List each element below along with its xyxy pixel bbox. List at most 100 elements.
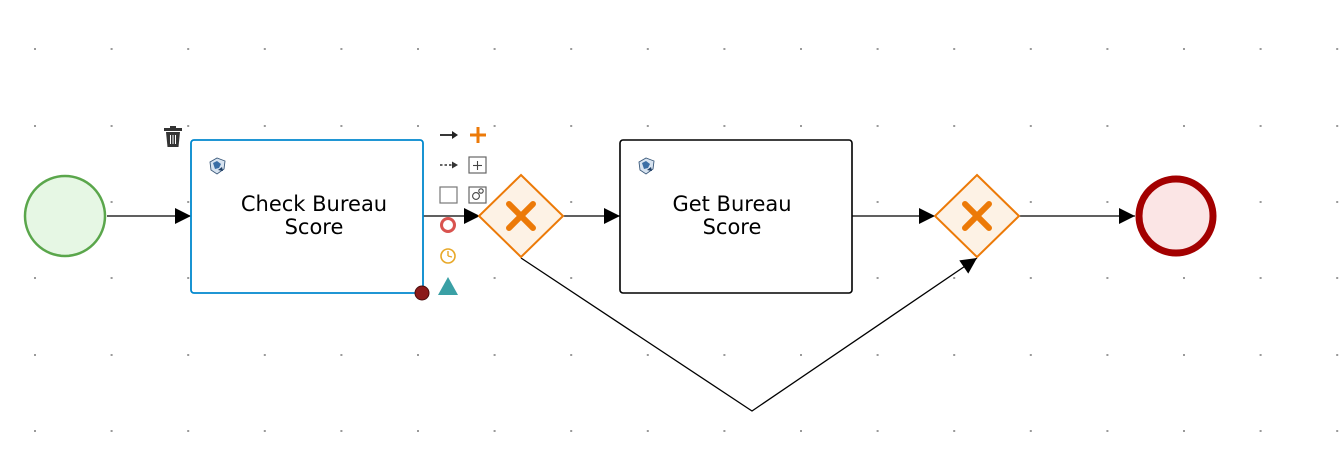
task-get-box[interactable]: [619, 139, 853, 294]
grid-dot: [1183, 125, 1185, 127]
grid-dot: [800, 48, 802, 50]
grid-dot: [110, 430, 113, 432]
task-check-label-line2: Score: [285, 215, 344, 239]
grid-dot: [1336, 430, 1339, 432]
grid-dot: [1336, 201, 1339, 203]
x-marker-icon: [506, 201, 536, 231]
grid-dot: [1029, 277, 1032, 279]
grid-dot: [953, 354, 956, 356]
task-get-label-line1: Get Bureau: [672, 192, 791, 216]
grid-dot: [1183, 48, 1185, 50]
grid-dot: [1106, 354, 1109, 356]
grid-dot: [110, 354, 113, 356]
grid-dot: [417, 125, 419, 127]
grid-dot: [570, 430, 573, 432]
grid-dot: [1183, 430, 1185, 432]
flow-split-bypass-to-merge[interactable]: [520, 257, 978, 412]
exclusive-gateway-split[interactable]: [477, 173, 565, 259]
grid-dot: [570, 354, 573, 356]
grid-dot: [263, 48, 266, 50]
task-get-bureau-score[interactable]: Get Bureau Score: [619, 139, 853, 294]
end-event[interactable]: [1135, 175, 1217, 257]
grid-dot: [34, 430, 36, 432]
add-end-event-icon[interactable]: [440, 217, 456, 233]
grid-dot: [876, 48, 879, 50]
grid-dot: [1029, 201, 1032, 203]
grid-dot: [110, 48, 113, 50]
grid-dot: [34, 125, 36, 127]
grid-dot: [570, 48, 573, 50]
grid-dot: [1106, 125, 1109, 127]
grid-dot: [1029, 125, 1032, 127]
grid-dot: [1106, 201, 1109, 203]
grid-dot: [953, 277, 956, 279]
grid-dot: [1183, 277, 1185, 279]
grid-dot: [110, 201, 113, 203]
grid-dot: [570, 277, 573, 279]
grid-dot: [953, 430, 956, 432]
grid-dot: [340, 430, 343, 432]
add-gateway-icon[interactable]: [470, 127, 486, 143]
grid-dot: [953, 48, 956, 50]
grid-dot: [493, 125, 496, 127]
grid-dot: [340, 354, 343, 356]
grid-dot: [800, 125, 802, 127]
grid-dot: [646, 430, 649, 432]
grid-dot: [1259, 354, 1262, 356]
grid-dot: [646, 48, 649, 50]
grid-dot: [493, 277, 496, 279]
grid-dot: [1106, 277, 1109, 279]
start-event[interactable]: [23, 174, 107, 258]
connector-handle[interactable]: [414, 285, 430, 301]
grid-dot: [570, 125, 573, 127]
sequence-flows: [107, 208, 1135, 412]
grid-dot: [570, 201, 573, 203]
grid-dot: [876, 430, 879, 432]
grid-dot: [1029, 48, 1032, 50]
task-get-label-line2: Score: [703, 215, 762, 239]
grid-dot: [800, 430, 802, 432]
x-marker-icon: [962, 201, 992, 231]
trash-icon[interactable]: [164, 126, 182, 147]
grid-dot: [1259, 125, 1262, 127]
grid-dot: [800, 354, 802, 356]
grid-dot: [1106, 430, 1109, 432]
task-check-bureau-score[interactable]: Check Bureau Score: [190, 139, 430, 301]
grid-dot: [34, 354, 36, 356]
task-check-box[interactable]: [190, 139, 424, 294]
grid-dot: [187, 277, 190, 279]
sequence-flow-icon[interactable]: [440, 131, 458, 139]
grid-dot: [263, 354, 266, 356]
add-timer-event-icon[interactable]: [440, 248, 456, 264]
business-rule-task-icon: [209, 157, 226, 175]
grid-dot: [1029, 354, 1032, 356]
grid-dot: [1183, 354, 1185, 356]
grid-dot: [1336, 277, 1339, 279]
grid-dot: [646, 354, 649, 356]
grid-dot: [1336, 125, 1339, 127]
grid-dot: [723, 125, 726, 127]
grid-dot: [1259, 277, 1262, 279]
grid-dot: [1336, 354, 1339, 356]
grid-dot: [493, 430, 496, 432]
add-reusable-subprocess-icon[interactable]: [468, 186, 487, 204]
grid-dot: [187, 201, 190, 203]
grid-dot: [493, 354, 496, 356]
grid-dot: [263, 430, 266, 432]
association-icon[interactable]: [440, 161, 458, 169]
exclusive-gateway-merge[interactable]: [933, 173, 1021, 259]
grid-dot: [34, 48, 36, 50]
grid-dot: [876, 125, 879, 127]
business-rule-task-icon: [638, 157, 655, 175]
add-task-icon[interactable]: [439, 186, 458, 204]
grid-dot: [34, 277, 36, 279]
add-annotation-icon[interactable]: [438, 277, 458, 295]
grid-dot: [1029, 430, 1032, 432]
add-subprocess-icon[interactable]: [468, 156, 487, 174]
task-check-label-line1: Check Bureau: [241, 192, 387, 216]
grid-dot: [493, 48, 496, 50]
grid-dot: [110, 125, 113, 127]
grid-dot: [1336, 48, 1339, 50]
